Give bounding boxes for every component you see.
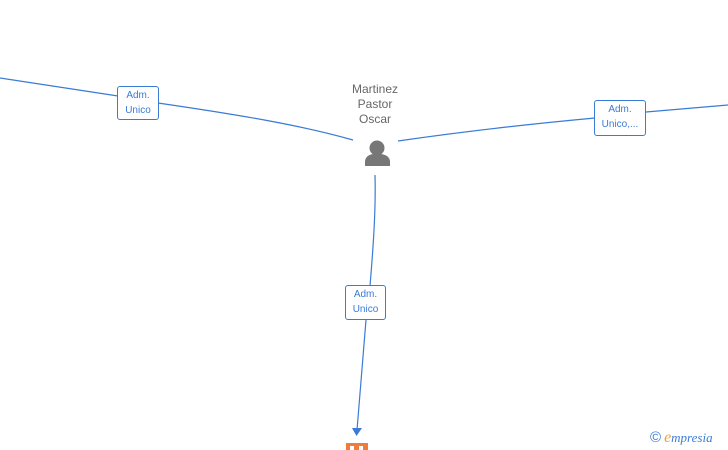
brand-logo-initial: e bbox=[664, 429, 672, 446]
edge-label-bottom[interactable]: Adm. Unico bbox=[345, 285, 386, 320]
edge-label-left[interactable]: Adm. Unico bbox=[117, 86, 159, 120]
edge-right bbox=[397, 104, 728, 142]
edge-label-line: Adm. bbox=[353, 289, 378, 300]
edge-label-line: Unico bbox=[352, 304, 379, 315]
edge-left bbox=[0, 77, 354, 141]
edge-bottom bbox=[356, 174, 376, 431]
person-name-line: Oscar bbox=[358, 112, 391, 126]
copyright-symbol: © bbox=[650, 429, 662, 446]
edge-label-line: Unico,... bbox=[601, 119, 639, 130]
arrowhead bbox=[352, 428, 362, 436]
brand-logo-text: mpresia bbox=[671, 430, 713, 445]
edge-label-line: Adm. bbox=[126, 90, 150, 101]
company-icon[interactable] bbox=[346, 443, 368, 450]
edge-label-right[interactable]: Adm. Unico,... bbox=[594, 100, 646, 136]
edge-label-line: Unico bbox=[125, 105, 151, 116]
edge-label-line: Adm. bbox=[608, 104, 632, 115]
person-icon[interactable] bbox=[365, 140, 390, 167]
person-name-line: Pastor bbox=[357, 97, 393, 111]
person-name-line: Martinez bbox=[351, 82, 398, 96]
person-name[interactable]: Martinez Pastor Oscar bbox=[335, 82, 415, 127]
empresia-watermark: ©empresia bbox=[650, 429, 713, 447]
